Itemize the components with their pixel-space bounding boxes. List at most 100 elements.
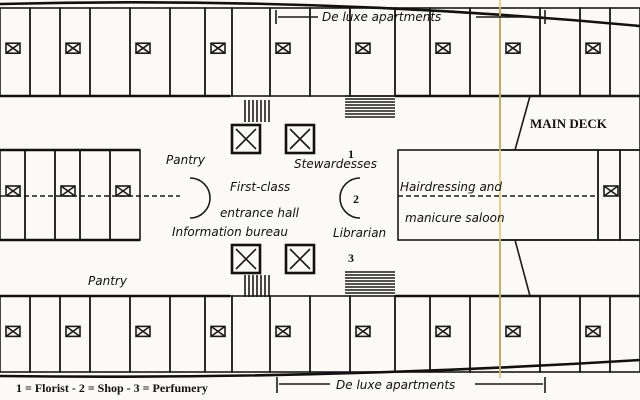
label-pantry: Pantry xyxy=(166,153,206,167)
deck-title: MAIN DECK xyxy=(530,116,608,131)
cabin xyxy=(89,7,131,97)
label-information-bureau: Information bureau xyxy=(172,225,288,239)
lift xyxy=(230,243,262,275)
label-hairdressing: Hairdressing and xyxy=(400,180,502,194)
lift-icon xyxy=(289,248,311,270)
lift xyxy=(284,243,316,275)
cabin xyxy=(619,149,640,241)
bath-icon xyxy=(135,325,151,338)
cabin xyxy=(394,295,431,373)
bath-icon xyxy=(65,42,81,54)
cabin xyxy=(169,295,206,373)
wall xyxy=(514,95,531,297)
bath-icon xyxy=(65,325,81,338)
bureau-counter xyxy=(189,177,211,219)
label-perfumery-number: 3 xyxy=(348,251,354,265)
bottom-span-label: De luxe apartments xyxy=(336,378,455,392)
label-entrance-hall: entrance hall xyxy=(220,206,300,220)
bath-icon xyxy=(505,325,521,338)
bath-icon xyxy=(60,185,76,197)
label-manicure: manicure saloon xyxy=(405,211,505,225)
lift-icon xyxy=(289,128,311,150)
bath-icon xyxy=(603,185,619,197)
cabin xyxy=(469,7,501,97)
bath-icon xyxy=(435,325,451,338)
cabin xyxy=(169,7,206,97)
bath-icon xyxy=(355,325,371,338)
bath-icon xyxy=(355,325,371,338)
hairdressing-saloon xyxy=(397,149,599,241)
bath-icon xyxy=(5,42,21,54)
forward-corridor-lower xyxy=(499,239,640,297)
bath-icon xyxy=(603,185,619,197)
bath-icon xyxy=(435,42,451,54)
bath-icon xyxy=(210,42,226,54)
cabin xyxy=(29,295,61,373)
bath-icon xyxy=(210,42,226,55)
bath-icon xyxy=(585,325,601,338)
bottom-span: De luxe apartments xyxy=(0,377,640,400)
bath-icon xyxy=(135,42,151,55)
bath-icon xyxy=(210,325,226,338)
bath-icon xyxy=(355,42,371,54)
cabin xyxy=(579,295,611,373)
staircases xyxy=(230,95,395,297)
bath-icon xyxy=(585,325,601,338)
label-librarian: Librarian xyxy=(333,226,386,240)
cabin xyxy=(59,7,91,97)
bath-icon xyxy=(5,325,21,338)
bath-icon xyxy=(585,42,601,54)
bath-icon xyxy=(355,42,371,55)
label-shop-number: 2 xyxy=(353,192,359,206)
bath-icon xyxy=(275,42,291,54)
bath-icon xyxy=(585,42,601,55)
label-florist-number: 1 xyxy=(348,147,354,161)
bath-icon xyxy=(210,325,226,338)
cabin xyxy=(0,149,26,241)
bath-icon xyxy=(435,42,451,55)
cabin xyxy=(109,149,141,241)
cabin xyxy=(89,295,131,373)
legend: 1 = Florist - 2 = Shop - 3 = Perfumery xyxy=(16,381,208,395)
lift xyxy=(284,123,316,155)
cabin xyxy=(29,7,61,97)
bath-icon xyxy=(275,42,291,55)
bath-icon xyxy=(135,325,151,338)
cabin xyxy=(24,149,56,241)
hull-bottom xyxy=(0,358,640,378)
bath-icon xyxy=(435,325,451,338)
cabin xyxy=(79,149,111,241)
bath-icon xyxy=(115,185,131,197)
cabin xyxy=(204,295,233,373)
bath-icon xyxy=(5,185,21,197)
bath-icon xyxy=(65,42,81,55)
lift-icon xyxy=(235,128,257,150)
bath-icon xyxy=(275,325,291,338)
label-pantry: Pantry xyxy=(88,274,128,288)
bath-icon xyxy=(5,42,21,55)
top-span: De luxe apartments xyxy=(275,10,546,24)
label-first-class: First-class xyxy=(230,180,290,194)
cabin xyxy=(539,295,581,373)
bath-icon xyxy=(505,42,521,55)
cabin xyxy=(231,295,271,373)
hull-top xyxy=(0,1,640,28)
label-stewardesses: Stewardesses xyxy=(294,157,377,171)
bath-icon xyxy=(135,42,151,54)
cabin xyxy=(469,295,501,373)
cabin xyxy=(231,7,271,97)
lift xyxy=(230,123,262,155)
cabin xyxy=(204,7,233,97)
cabin xyxy=(59,295,91,373)
cabin xyxy=(0,295,31,373)
bath-icon xyxy=(65,325,81,338)
bath-icon xyxy=(5,325,21,338)
bath-icon xyxy=(505,42,521,54)
cabin-grid xyxy=(0,7,640,373)
top-span-label: De luxe apartments xyxy=(322,10,441,24)
bath-icon xyxy=(505,325,521,338)
bath-icon xyxy=(275,325,291,338)
lift-icon xyxy=(235,248,257,270)
shop-counter xyxy=(339,177,361,219)
